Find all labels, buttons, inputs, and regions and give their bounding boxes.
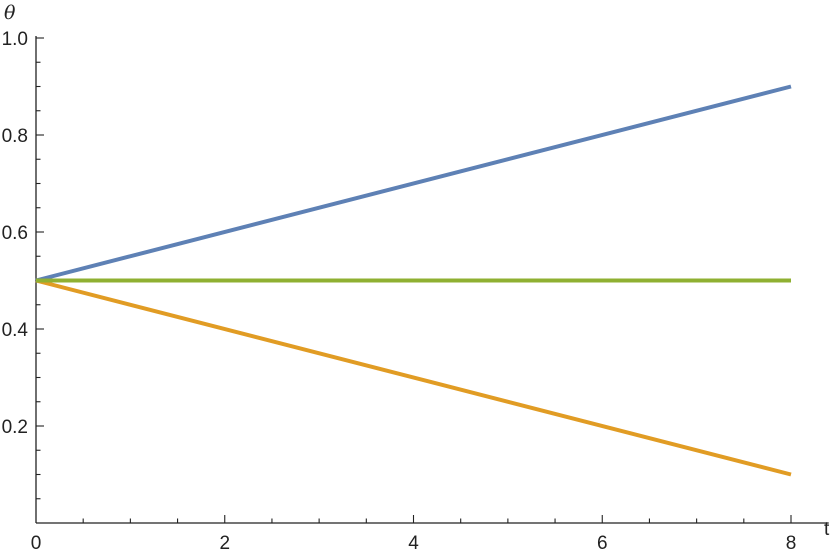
x-tick-label: 8 <box>786 533 797 554</box>
y-tick-label: 0.6 <box>2 223 28 244</box>
series-line-1 <box>35 84 792 283</box>
y-tick-label: 0.2 <box>2 417 28 438</box>
y-axis-title: θ <box>4 2 16 24</box>
x-tick-label: 0 <box>31 533 42 554</box>
plot-series <box>35 84 792 477</box>
x-ticks: 0 2 4 6 8 <box>31 515 797 554</box>
y-tick-label: 0.8 <box>2 126 28 147</box>
x-axis-title: t <box>824 519 830 540</box>
x-tick-label: 6 <box>597 533 608 554</box>
y-tick-label: 0.4 <box>2 320 29 341</box>
y-tick-label: 1.0 <box>2 29 28 50</box>
x-tick-label: 4 <box>408 533 419 554</box>
y-ticks: 0.2 0.4 0.6 0.8 1.0 <box>2 29 44 500</box>
series-line-2 <box>35 278 792 477</box>
x-tick-label: 2 <box>219 533 230 554</box>
